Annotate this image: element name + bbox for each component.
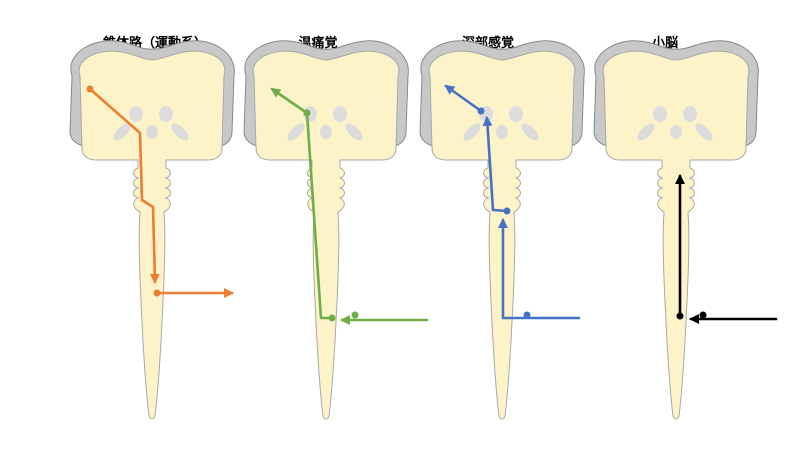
pathway-pyramidal-descending xyxy=(88,87,160,284)
panel-deep-sensation: 深部感覚 xyxy=(419,35,585,420)
panel-pain-temperature: 温痛覚 xyxy=(243,35,429,420)
pathway-pain-ascending xyxy=(270,87,334,320)
pathway-node xyxy=(351,311,359,319)
pathway-node xyxy=(699,311,707,319)
pathway-node xyxy=(86,85,94,93)
spinal-cord-brain-shape xyxy=(69,40,235,420)
pathway-deep-ascending-2 xyxy=(444,84,483,113)
panel-cerebellum: 小脳 xyxy=(593,36,778,420)
spinal-cord-brain-shape xyxy=(243,40,409,420)
pathway-deep-input xyxy=(498,218,581,320)
pathway-node xyxy=(303,109,311,117)
spinal-cord-brain-shape xyxy=(593,40,759,420)
pathway-node xyxy=(523,311,531,319)
pathway-deep-ascending-1 xyxy=(482,116,509,213)
panel-pyramidal: 錐体路（運動系） xyxy=(69,35,235,420)
pathway-node xyxy=(153,289,161,297)
